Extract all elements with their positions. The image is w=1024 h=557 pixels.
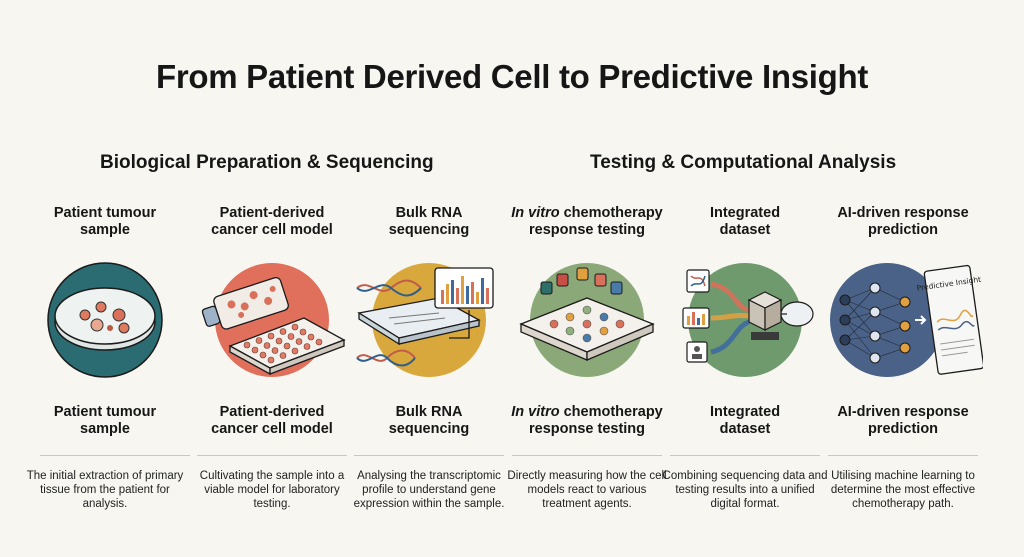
step-description: Analysing the transcriptomic profile to … [353, 470, 505, 510]
divider-line [670, 455, 820, 456]
divider-line [40, 455, 190, 456]
divider-line [512, 455, 662, 456]
page-title: From Patient Derived Cell to Predictive … [155, 58, 869, 95]
divider-line [828, 455, 978, 456]
petri-dish-icon [47, 262, 163, 378]
step-description: Cultivating the sample into a viable mod… [199, 470, 345, 510]
step-description: Directly measuring how the cell models r… [507, 470, 667, 510]
culture-flask-well-plate-icon [201, 263, 346, 377]
section-heading-biological: Biological Preparation & Sequencing [100, 152, 434, 173]
drug-plate-icon [519, 263, 655, 377]
divider-line [197, 455, 347, 456]
step-description: Combining sequencing data and testing re… [662, 470, 828, 510]
sequencer-chart-icon [356, 263, 494, 377]
divider-line [354, 455, 504, 456]
neural-network-report-icon: Predictive Insight [830, 263, 983, 377]
section-heading-testing: Testing & Computational Analysis [590, 152, 897, 173]
step-description: Utilising machine learning to determine … [830, 470, 976, 510]
step-description: The initial extraction of primary tissue… [26, 470, 184, 510]
data-merge-cube-icon [682, 263, 814, 377]
